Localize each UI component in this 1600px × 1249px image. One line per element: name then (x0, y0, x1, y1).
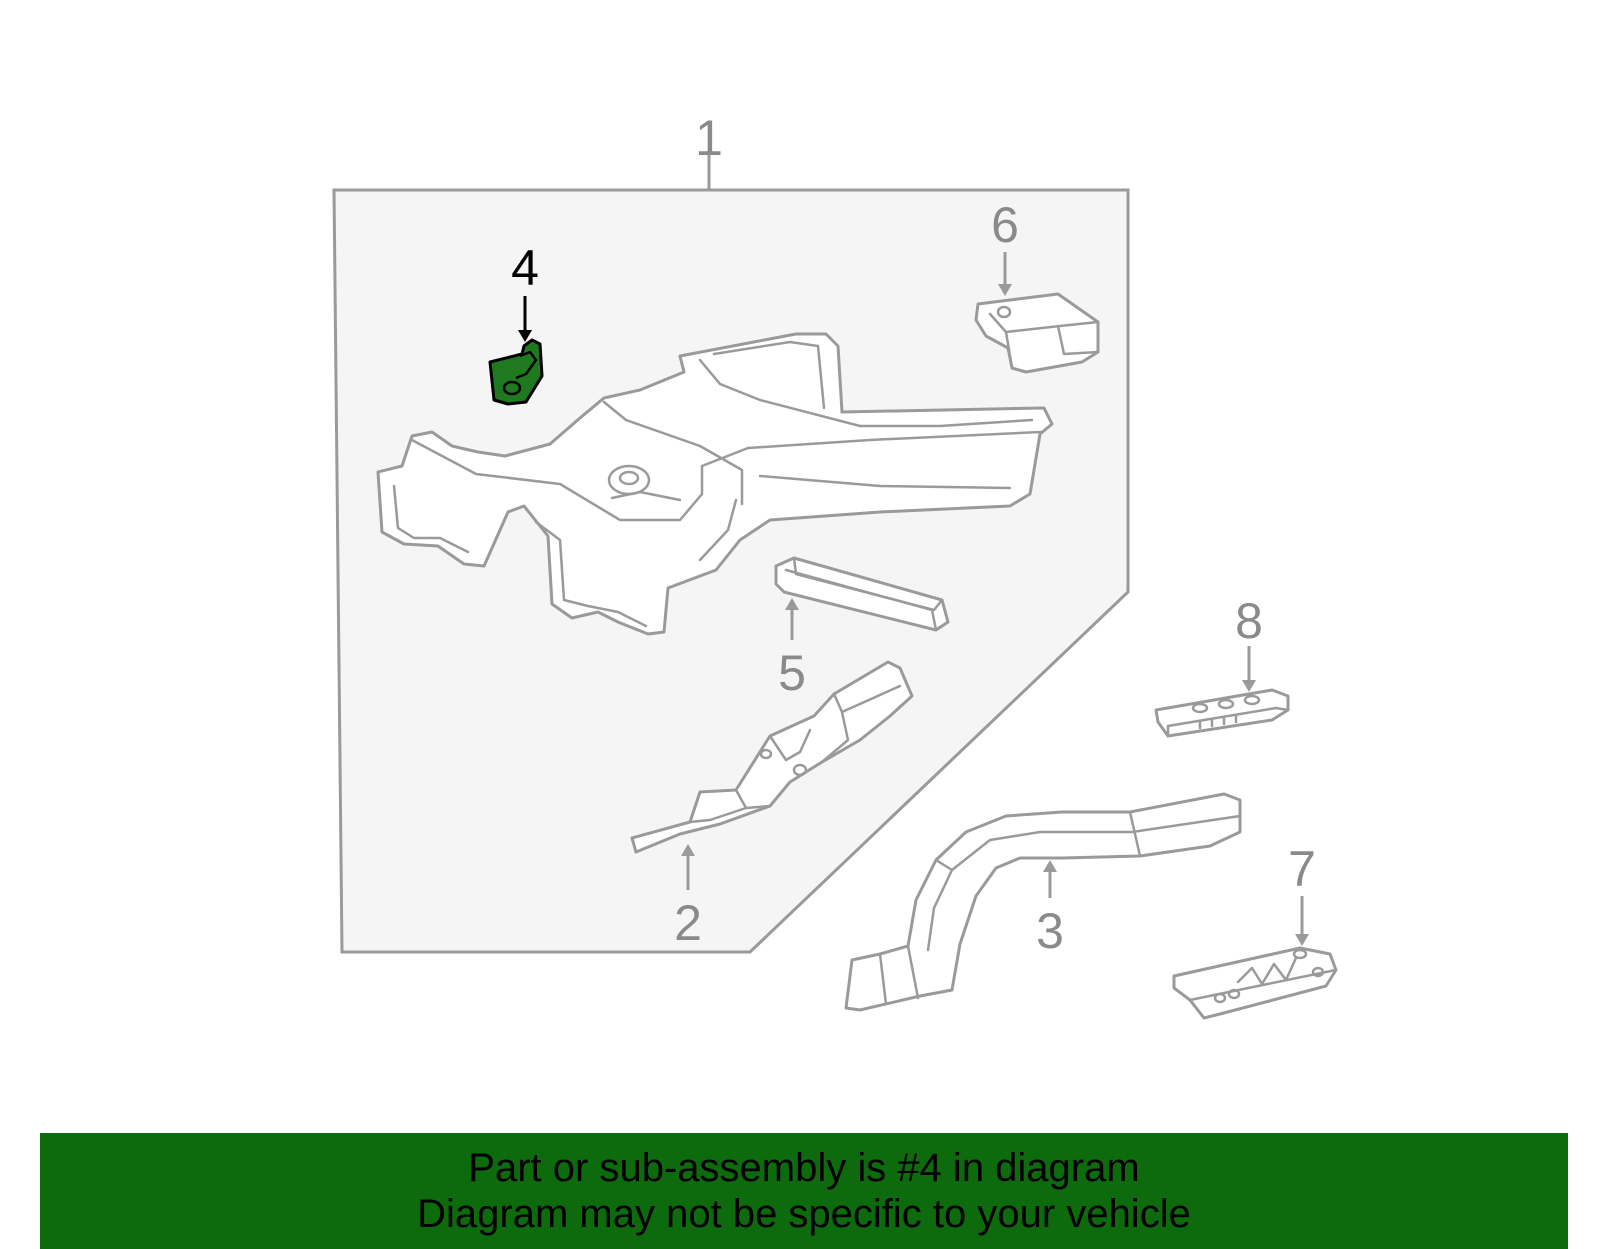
arrowhead-6 (998, 284, 1012, 296)
callout-1: 1 (695, 110, 723, 166)
callout-6: 6 (991, 197, 1019, 253)
part-6 (974, 292, 1100, 374)
part-3 (844, 792, 1242, 1012)
part-4-highlighted (488, 338, 544, 406)
arrowhead-2 (681, 844, 695, 856)
banner-line-part-number: Part or sub-assembly is #4 in diagram (468, 1146, 1140, 1190)
part-8 (1154, 688, 1290, 738)
callout-5: 5 (778, 645, 806, 701)
arrowhead-7 (1295, 934, 1309, 946)
info-banner: Part or sub-assembly is #4 in diagram Di… (40, 1133, 1568, 1249)
callout-2: 2 (674, 895, 702, 951)
arrowhead-5 (785, 598, 799, 610)
arrowhead-3 (1043, 860, 1057, 872)
part-2 (630, 660, 914, 854)
callout-4: 4 (511, 240, 539, 296)
callout-7: 7 (1288, 841, 1316, 897)
callout-8: 8 (1235, 593, 1263, 649)
arrowhead-4 (518, 330, 532, 342)
arrowhead-8 (1242, 680, 1256, 692)
banner-line-disclaimer: Diagram may not be specific to your vehi… (417, 1192, 1191, 1236)
callout-3: 3 (1036, 903, 1064, 959)
part-7 (1172, 946, 1338, 1020)
floor-pan-part (376, 332, 1054, 636)
part-5 (774, 556, 950, 632)
